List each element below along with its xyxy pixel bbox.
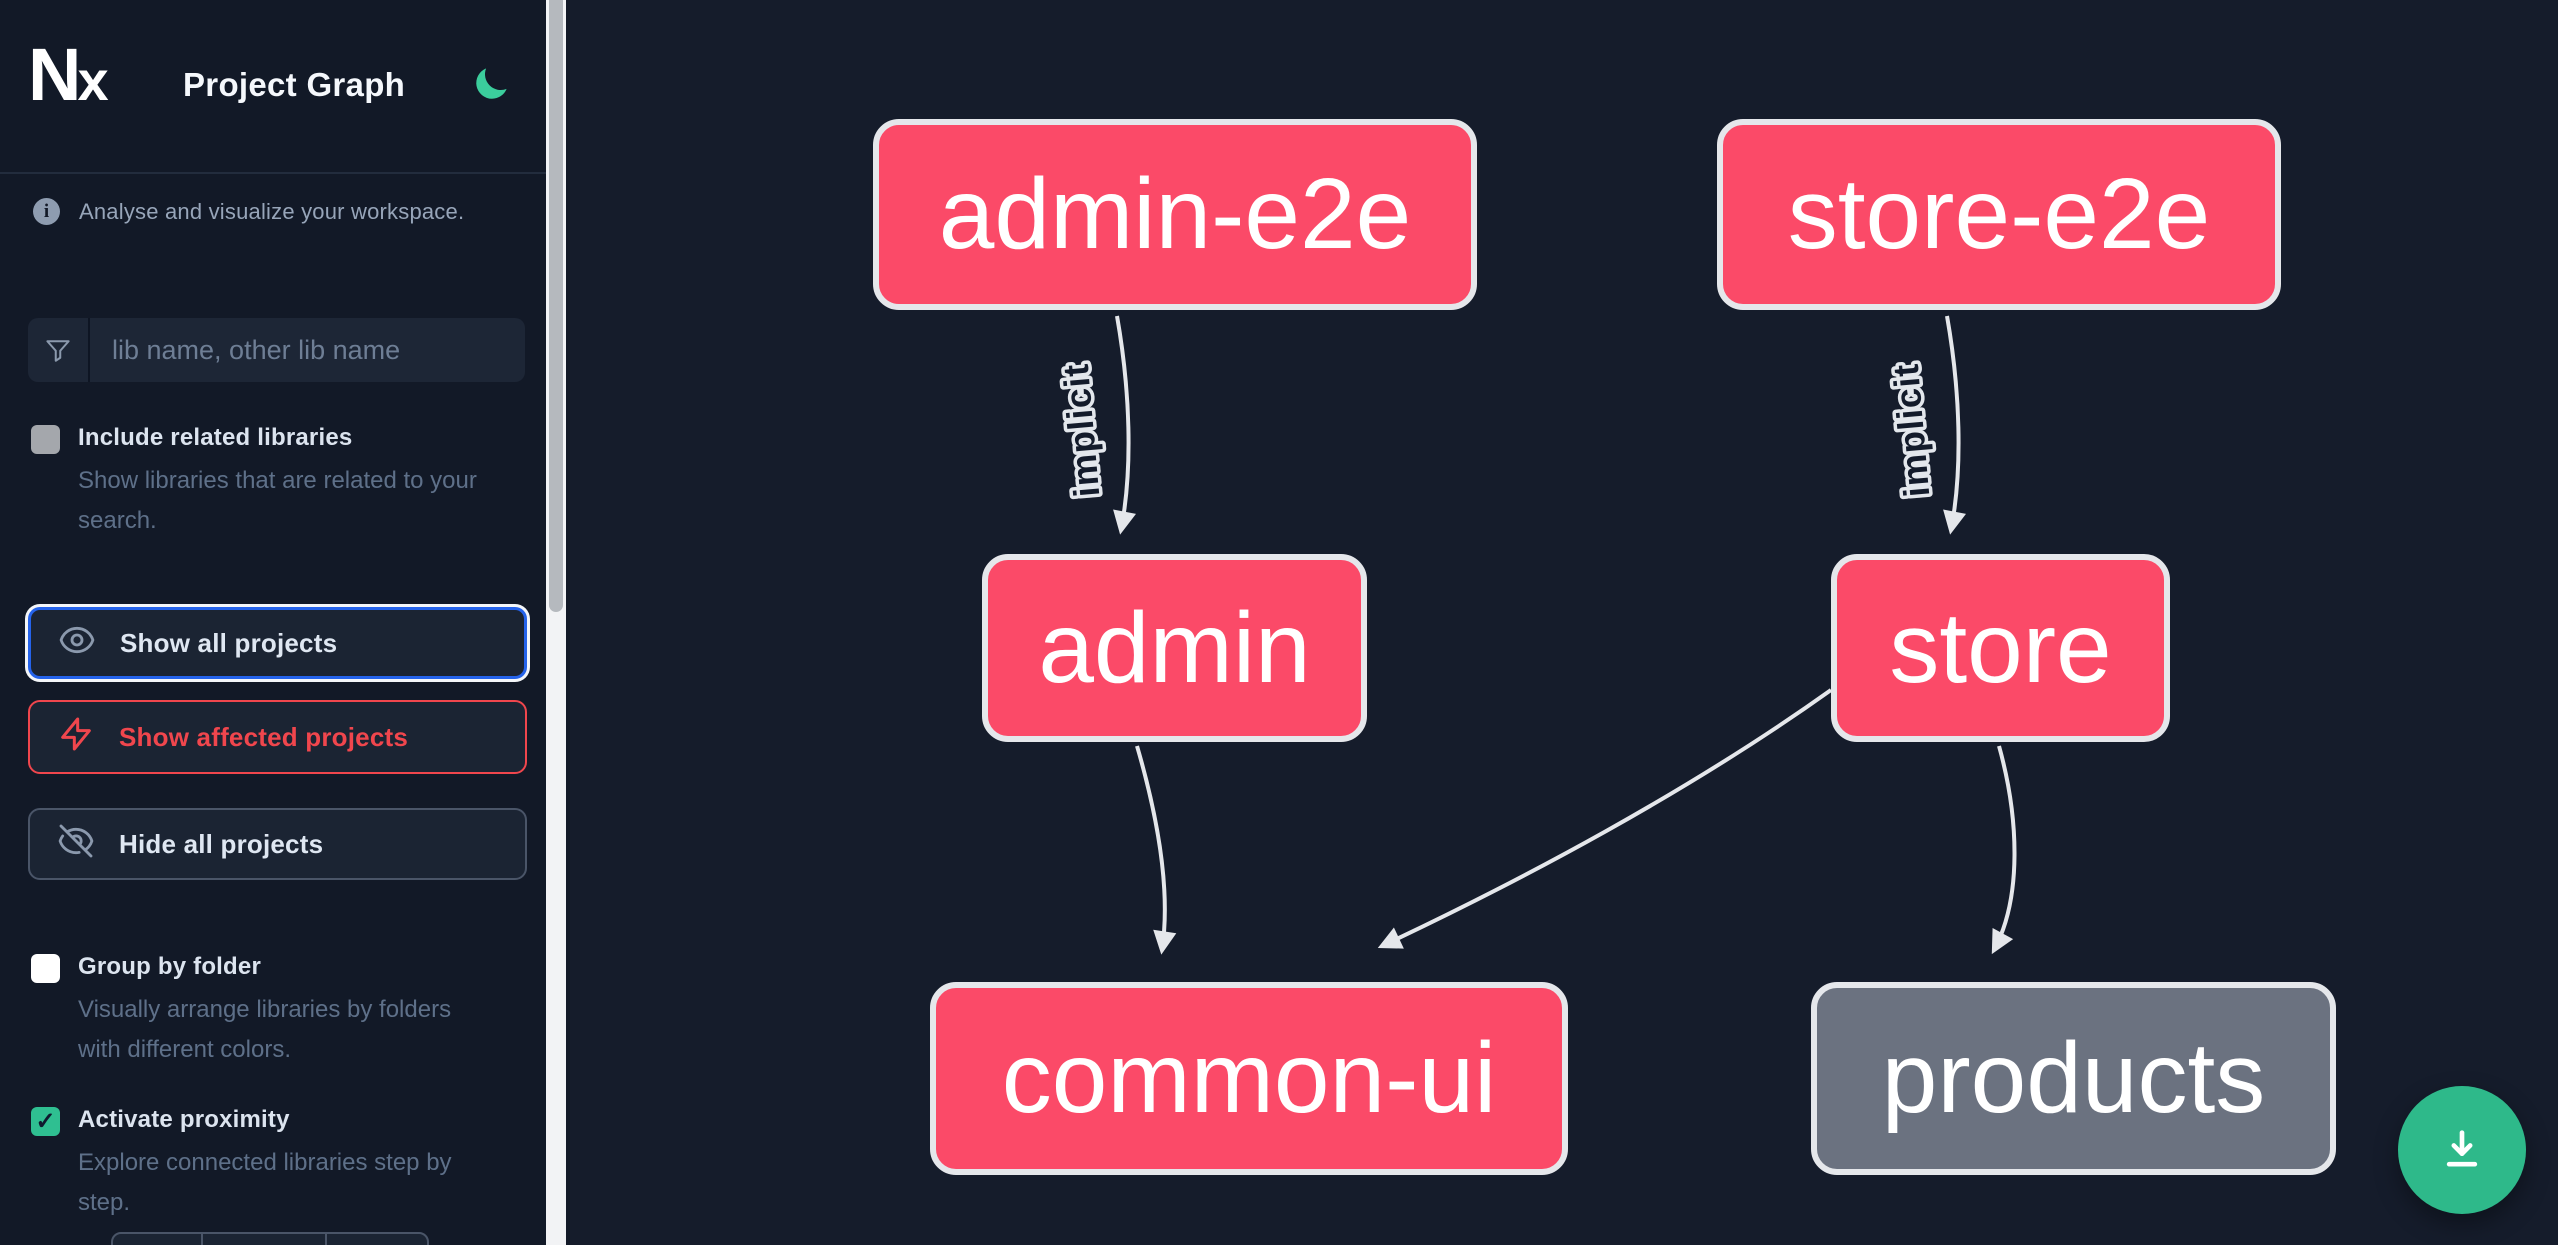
stepper-increment[interactable]: [327, 1234, 427, 1245]
graph-node-products[interactable]: products: [1811, 982, 2336, 1175]
tagline-text: Analyse and visualize your workspace.: [79, 198, 465, 224]
scrollbar-thumb[interactable]: [549, 0, 563, 612]
toggle-description: Explore connected libraries step by step…: [78, 1149, 452, 1216]
edge-store-products: [1991, 745, 2017, 955]
include-related-checkbox[interactable]: [31, 425, 60, 454]
edge-label-implicit: implicit: [1055, 362, 1108, 499]
hide-all-projects-button[interactable]: Hide all projects: [28, 808, 527, 880]
show-all-projects-button[interactable]: Show all projects: [28, 607, 527, 679]
moon-icon: [471, 67, 513, 107]
edge-label-implicit: implicit: [1885, 362, 1938, 499]
proximity-depth-stepper[interactable]: [111, 1232, 429, 1245]
info-icon: i: [33, 198, 60, 225]
graph-node-store[interactable]: store: [1831, 554, 2170, 742]
graph-node-store-e2e[interactable]: store-e2e: [1717, 119, 2281, 310]
page-title: Project Graph: [183, 66, 406, 103]
download-icon: [2434, 1121, 2490, 1180]
stepper-decrement[interactable]: [113, 1234, 203, 1245]
toggle-label: Group by folder: [78, 953, 261, 980]
download-image-button[interactable]: [2398, 1086, 2526, 1214]
toggle-label: Activate proximity: [78, 1106, 290, 1133]
toggle-label: Include related libraries: [78, 424, 353, 451]
stepper-value: [203, 1234, 327, 1245]
group-by-folder-checkbox[interactable]: [31, 954, 60, 983]
edges-layer: implicit implicit: [1051, 315, 2017, 955]
theme-toggle-button[interactable]: [468, 60, 516, 108]
edge-store-e2e-store: [1943, 315, 1966, 535]
edge-admin-common-ui: [1135, 745, 1177, 955]
graph-canvas[interactable]: implicit implicit admin-e2e store-e2e ad…: [570, 0, 2558, 1245]
workspace-tagline: i Analyse and visualize your workspace.: [33, 198, 464, 225]
graph-node-common-ui[interactable]: common-ui: [930, 982, 1568, 1175]
graph-node-admin[interactable]: admin: [982, 554, 1367, 742]
nx-logo: Nx: [28, 33, 109, 116]
project-filter-search: [28, 318, 525, 382]
toggle-description: Show libraries that are related to your …: [78, 467, 477, 534]
header-divider: [0, 172, 546, 174]
edge-admin-e2e-admin: [1113, 315, 1136, 535]
show-affected-projects-button[interactable]: Show affected projects: [28, 700, 527, 774]
button-label: Show all projects: [120, 627, 338, 658]
toggle-include-related: Include related libraries Show libraries…: [31, 424, 526, 541]
button-label: Hide all projects: [119, 828, 324, 859]
search-input[interactable]: [90, 318, 525, 382]
sidebar-scrollbar[interactable]: [546, 0, 566, 1245]
eye-off-icon: [56, 821, 96, 868]
sidebar: Nx Project Graph i Analyse and visualize…: [0, 0, 570, 1245]
toggle-description: Visually arrange libraries by folders wi…: [78, 996, 452, 1063]
eye-icon: [57, 620, 97, 667]
graph-node-admin-e2e[interactable]: admin-e2e: [873, 119, 1477, 310]
toggle-group-by-folder: Group by folder Visually arrange librari…: [31, 953, 526, 1070]
activate-proximity-checkbox[interactable]: ✓: [31, 1107, 60, 1136]
edge-store-common-ui: [1377, 688, 1833, 949]
filter-funnel-icon: [28, 318, 90, 382]
lightning-bolt-icon: [56, 714, 96, 761]
button-label: Show affected projects: [119, 721, 409, 752]
toggle-activate-proximity: ✓ Activate proximity Explore connected l…: [31, 1106, 526, 1223]
